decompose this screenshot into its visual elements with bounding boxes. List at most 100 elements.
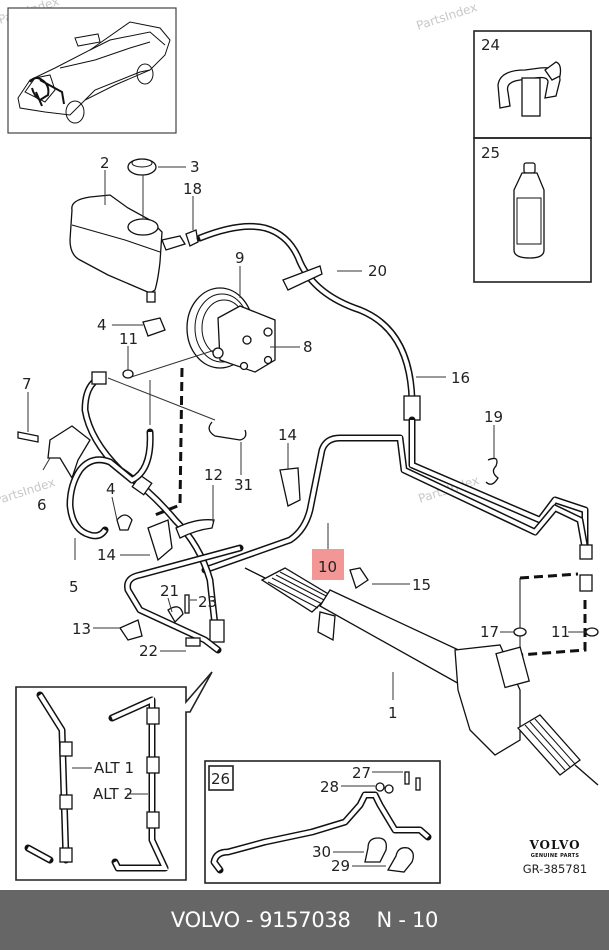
fluid-bottle-icon: [513, 162, 545, 259]
callout-17[interactable]: 17: [480, 623, 499, 641]
callout-11-right[interactable]: 11: [551, 623, 570, 641]
pipe-sleeve-icon: [59, 741, 73, 757]
alt-1-label: ALT 1: [94, 759, 134, 777]
drawing-code: GR-385781: [522, 862, 588, 876]
callout-31[interactable]: 31: [234, 476, 253, 494]
callout-5[interactable]: 5: [69, 578, 79, 596]
callout-6[interactable]: 6: [37, 496, 47, 514]
callout-14[interactable]: 14: [278, 426, 297, 444]
inset-frame: [204, 760, 441, 884]
volvo-logo: VOLVO: [529, 838, 581, 852]
pipe-sleeve-icon: [59, 847, 73, 863]
clip-14b-icon: [279, 467, 301, 507]
callout-22[interactable]: 22: [139, 642, 158, 660]
callout-15[interactable]: 15: [412, 576, 431, 594]
inset-pipe-26: 26 27 28 30 29: [204, 760, 441, 884]
callout-16[interactable]: 16: [451, 369, 470, 387]
inset-label: 24: [481, 36, 500, 54]
bracket-22-icon: [185, 637, 201, 647]
o-ring-11b-icon: [585, 627, 599, 637]
clip-21-icon: [167, 606, 184, 624]
callout-13[interactable]: 13: [72, 620, 91, 638]
hoses: [66, 222, 589, 657]
bracket-31-icon: [208, 421, 247, 441]
clip-12-icon: [175, 519, 215, 539]
watermark: PartsIndex: [415, 0, 479, 33]
callout-19[interactable]: 19: [484, 408, 503, 426]
callout-18[interactable]: 18: [183, 180, 202, 198]
callout-12[interactable]: 12: [204, 466, 223, 484]
inset-label: 25: [481, 144, 500, 162]
hose-ferrule: [209, 619, 225, 643]
parts-diagram: PartsIndex PartsIndex PartsIndex PartsIn…: [0, 0, 599, 884]
callout-4[interactable]: 4: [97, 316, 107, 334]
pipe-clip-icon: [497, 61, 562, 117]
union-fitting: [579, 544, 593, 560]
clamp-4b-icon: [116, 514, 133, 531]
callout-14-lower[interactable]: 14: [97, 546, 116, 564]
callout-23[interactable]: 23: [198, 593, 217, 611]
nut-28-icon: [384, 784, 394, 794]
reservoir-neck: [127, 218, 159, 236]
pipe-sleeve-icon: [146, 707, 160, 725]
callout-2[interactable]: 2: [100, 154, 110, 172]
reservoir-tank: [69, 194, 163, 294]
power-steering-pump: [186, 287, 276, 373]
callout-1[interactable]: 1: [388, 704, 398, 722]
brand-block: VOLVO GENUINE PARTS GR-385781: [510, 838, 600, 876]
rack-valve: [495, 646, 531, 689]
hose-ferrule: [403, 395, 421, 421]
inset-label: 26: [211, 770, 230, 788]
inset-alternatives: ALT 1 ALT 2: [15, 671, 213, 881]
steering-rack: [244, 567, 599, 786]
inset-fluid-25: 25: [473, 137, 592, 283]
nut-28-icon: [375, 782, 385, 792]
callout-20[interactable]: 20: [368, 262, 387, 280]
clamp-4-icon: [142, 317, 166, 337]
inset-frame: [15, 671, 213, 881]
reservoir-assembly: [69, 158, 199, 303]
inset-clip-24: 24: [473, 30, 592, 139]
footer-brand: VOLVO: [170, 908, 240, 932]
hose-fitting: [91, 371, 107, 385]
inset-label-box: [208, 765, 234, 791]
footer-bar: VOLVO - 9157038 N - 10: [0, 890, 609, 950]
clip-13-icon: [119, 619, 143, 641]
bolt-27-icon: [415, 777, 421, 791]
callout-7[interactable]: 7: [22, 375, 32, 393]
inset-frame: [473, 137, 592, 283]
bolt-27-icon: [404, 771, 410, 785]
bolt-7-icon: [17, 431, 39, 443]
callout-9[interactable]: 9: [235, 249, 245, 267]
pipe-sleeve-icon: [59, 794, 73, 810]
reservoir-outlet: [146, 291, 156, 303]
callout-21[interactable]: 21: [160, 582, 179, 600]
hose-routing-highlight: [29, 76, 65, 107]
footer-position: N - 10: [376, 908, 439, 932]
callout-11[interactable]: 11: [119, 330, 138, 348]
callout-3[interactable]: 3: [190, 158, 200, 176]
watermark: PartsIndex: [0, 475, 57, 508]
callouts: 2 3 18 9 20 4 8 11 16 7 19 14 31 12 6 4 …: [22, 154, 570, 722]
callout-28[interactable]: 28: [320, 778, 339, 796]
union-fitting: [579, 574, 593, 592]
callout-27[interactable]: 27: [352, 764, 371, 782]
footer-separator: -: [245, 908, 254, 932]
callout-30[interactable]: 30: [312, 843, 331, 861]
clip-14-icon: [147, 519, 173, 562]
callout-8[interactable]: 8: [303, 338, 313, 356]
highlight-marker: [312, 549, 344, 580]
alt-2-label: ALT 2: [93, 785, 133, 803]
reservoir-nipple: [161, 235, 186, 251]
callout-10-highlighted[interactable]: 10: [318, 558, 337, 576]
callout-4-lower[interactable]: 4: [106, 480, 116, 498]
o-ring-17-icon: [513, 627, 527, 637]
genuine-parts-label: GENUINE PARTS: [530, 853, 580, 859]
clamp-30-icon: [364, 837, 387, 863]
o-ring-11-icon: [122, 369, 134, 379]
callout-29[interactable]: 29: [331, 857, 350, 875]
bolt-23-icon: [184, 594, 190, 614]
pipe-sleeve-icon: [146, 811, 160, 829]
rack-tube: [319, 589, 481, 691]
rack-boot-right: [516, 714, 581, 776]
